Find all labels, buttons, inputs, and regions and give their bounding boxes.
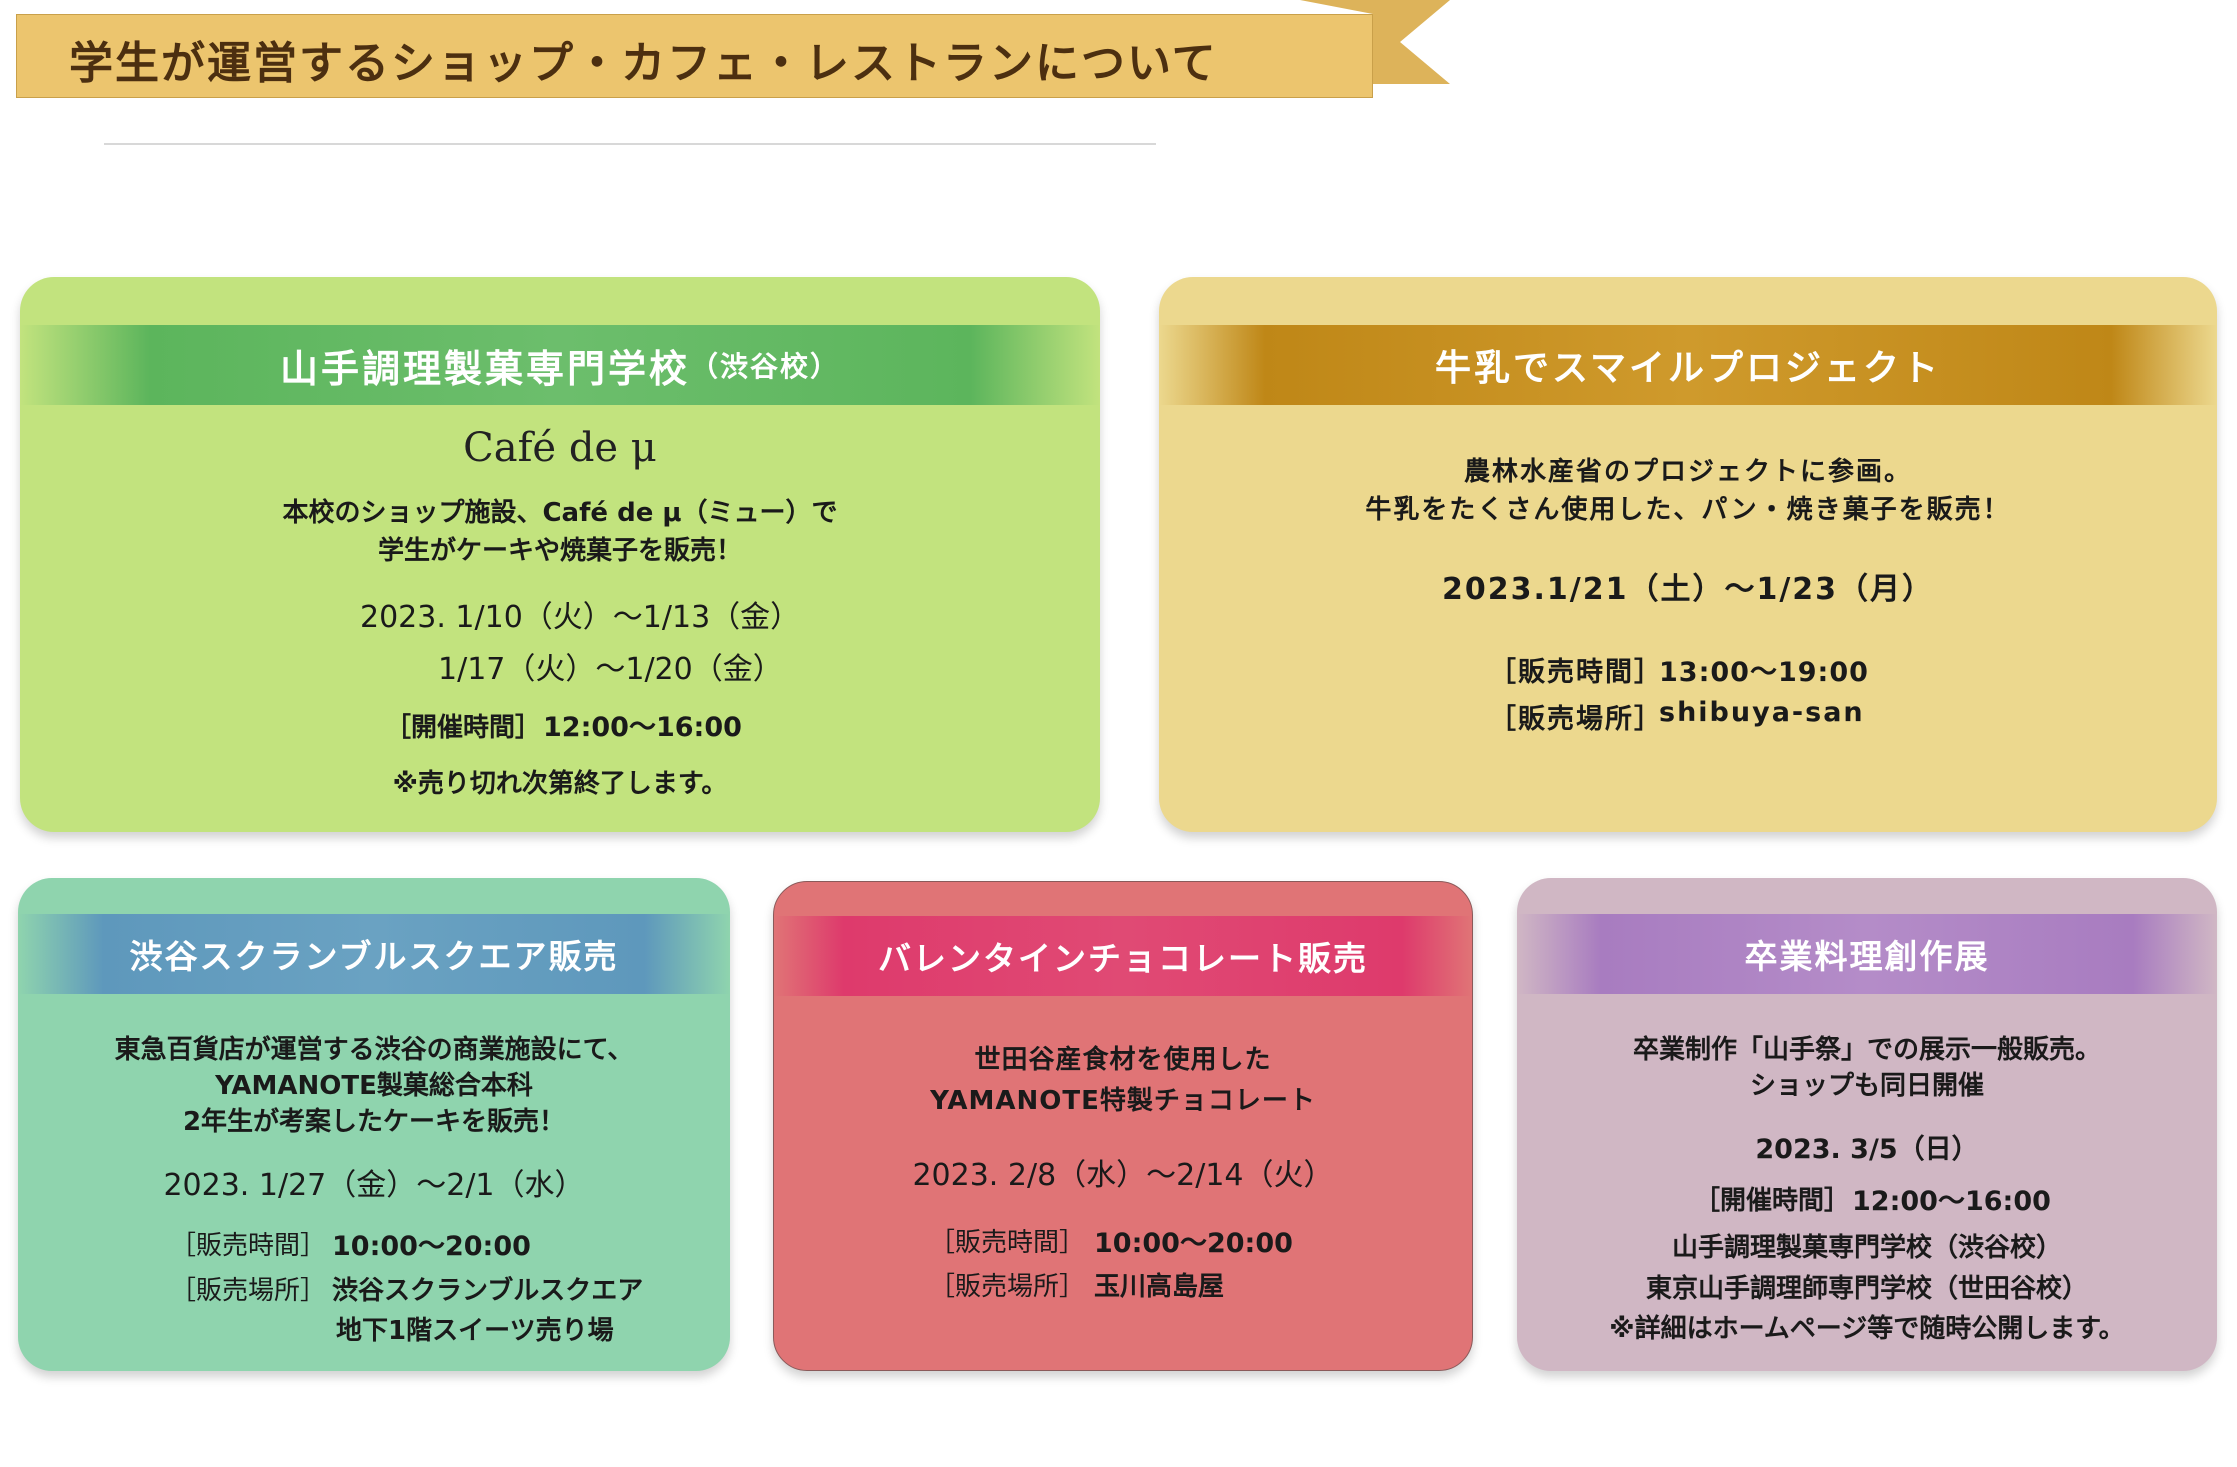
hours-value: 12:00～16:00: [543, 712, 742, 743]
hours-label: ［開催時間］: [385, 713, 542, 743]
place-value: 渋谷スクランブルスクエア: [332, 1276, 644, 1306]
card-header: 牛乳でスマイルプロジェクト: [1159, 325, 2217, 405]
event-dates: 2023. 2/8（水）～2/14（火）: [912, 1158, 1334, 1193]
card-desc: 卒業制作「山手祭」での展示一般販売。: [1632, 1035, 2101, 1065]
event-dates: 2023. 1/27（金）～2/1（水）: [163, 1168, 585, 1203]
card-desc: 農林水産省のプロジェクトに参画。: [1463, 457, 1912, 487]
event-dates: 2023. 1/10（火）～1/13（金）: [360, 600, 801, 635]
place-label: ［販売場所］: [929, 1272, 1086, 1302]
card-note: ※詳細はホームページ等で随時公開します。: [1609, 1314, 2125, 1344]
card-desc: 学生がケーキや焼菓子を販売！: [377, 536, 742, 566]
card-title: 牛乳でスマイルプロジェクト: [1435, 348, 1941, 389]
card-desc: 2年生が考案したケーキを販売！: [182, 1107, 566, 1137]
event-dates: 1/17（火）～1/20（金）: [438, 652, 783, 687]
hours-label: ［開催時間］: [1694, 1186, 1851, 1216]
event-dates: 2023.1/21（土）～1/23（月）: [1441, 572, 1935, 607]
place-value: 玉川高島屋: [1094, 1272, 1225, 1302]
shop-name: Café de μ: [463, 425, 657, 471]
card-title: 卒業料理創作展: [1744, 937, 1990, 976]
card-graduation-exhibition: 卒業料理創作展 卒業制作「山手祭」での展示一般販売。 ショップも同日開催 202…: [1517, 878, 2217, 1371]
page-title: 学生が運営するショップ・カフェ・レストランについて: [69, 38, 1218, 89]
card-desc: YAMANOTE製菓総合本科: [215, 1071, 533, 1101]
card-header: バレンタインチョコレート販売: [774, 916, 1472, 996]
card-valentine-chocolate: バレンタインチョコレート販売 世田谷産食材を使用した YAMANOTE特製チョコ…: [773, 881, 1473, 1371]
card-note: ※売り切れ次第終了します。: [392, 769, 728, 799]
hours-value: 12:00～16:00: [1852, 1186, 2051, 1217]
divider: [104, 143, 1156, 145]
place-value: 地下1階スイーツ売り場: [336, 1316, 614, 1346]
ribbon-fold-icon: [1300, 0, 1450, 84]
card-header: 渋谷スクランブルスクエア販売: [18, 914, 730, 994]
school-name: 山手調理製菓専門学校（渋谷校）: [1671, 1233, 2062, 1263]
hours-value: 10:00～20:00: [1094, 1228, 1293, 1259]
card-desc: 牛乳をたくさん使用した、パン・焼き菓子を販売！: [1365, 495, 2011, 525]
card-title: バレンタインチョコレート販売: [878, 939, 1368, 978]
hours-label: ［販売時間］: [170, 1231, 327, 1261]
place-label: ［販売場所］: [1489, 704, 1663, 735]
hours-label: ［販売時間］: [1489, 657, 1663, 688]
card-header: 卒業料理創作展: [1517, 914, 2217, 994]
card-desc: ショップも同日開催: [1749, 1071, 1984, 1101]
school-name: 東京山手調理師専門学校（世田谷校）: [1645, 1274, 2088, 1304]
card-desc: 世田谷産食材を使用した: [974, 1045, 1272, 1075]
card-subtitle: （渋谷校）: [690, 350, 841, 383]
card-title: 山手調理製菓専門学校: [279, 346, 690, 391]
card-shibuya-scramble-square: 渋谷スクランブルスクエア販売 東急百貨店が運営する渋谷の商業施設にて、 YAMA…: [18, 878, 730, 1371]
card-desc: YAMANOTE特製チョコレート: [930, 1086, 1316, 1116]
card-milk-smile-project: 牛乳でスマイルプロジェクト 農林水産省のプロジェクトに参画。 牛乳をたくさん使用…: [1159, 277, 2217, 832]
hours-value: 13:00～19:00: [1659, 657, 1869, 688]
card-cafe-de-mu: 山手調理製菓専門学校 （渋谷校） Café de μ 本校のショップ施設、Caf…: [20, 277, 1100, 832]
event-dates: 2023. 3/5（日）: [1755, 1134, 1979, 1165]
hours-value: 10:00～20:00: [332, 1231, 531, 1262]
card-desc: 東急百貨店が運営する渋谷の商業施設にて、: [114, 1035, 634, 1065]
card-desc: 本校のショップ施設、Café de μ（ミュー）で: [282, 498, 838, 528]
card-header: 山手調理製菓専門学校 （渋谷校）: [20, 325, 1100, 405]
hours-label: ［販売時間］: [929, 1228, 1086, 1258]
title-banner: 学生が運営するショップ・カフェ・レストランについて: [16, 14, 1373, 98]
place-label: ［販売場所］: [170, 1276, 327, 1306]
card-title: 渋谷スクランブルスクエア販売: [129, 937, 619, 976]
place-value: shibuya-san: [1659, 697, 1865, 728]
